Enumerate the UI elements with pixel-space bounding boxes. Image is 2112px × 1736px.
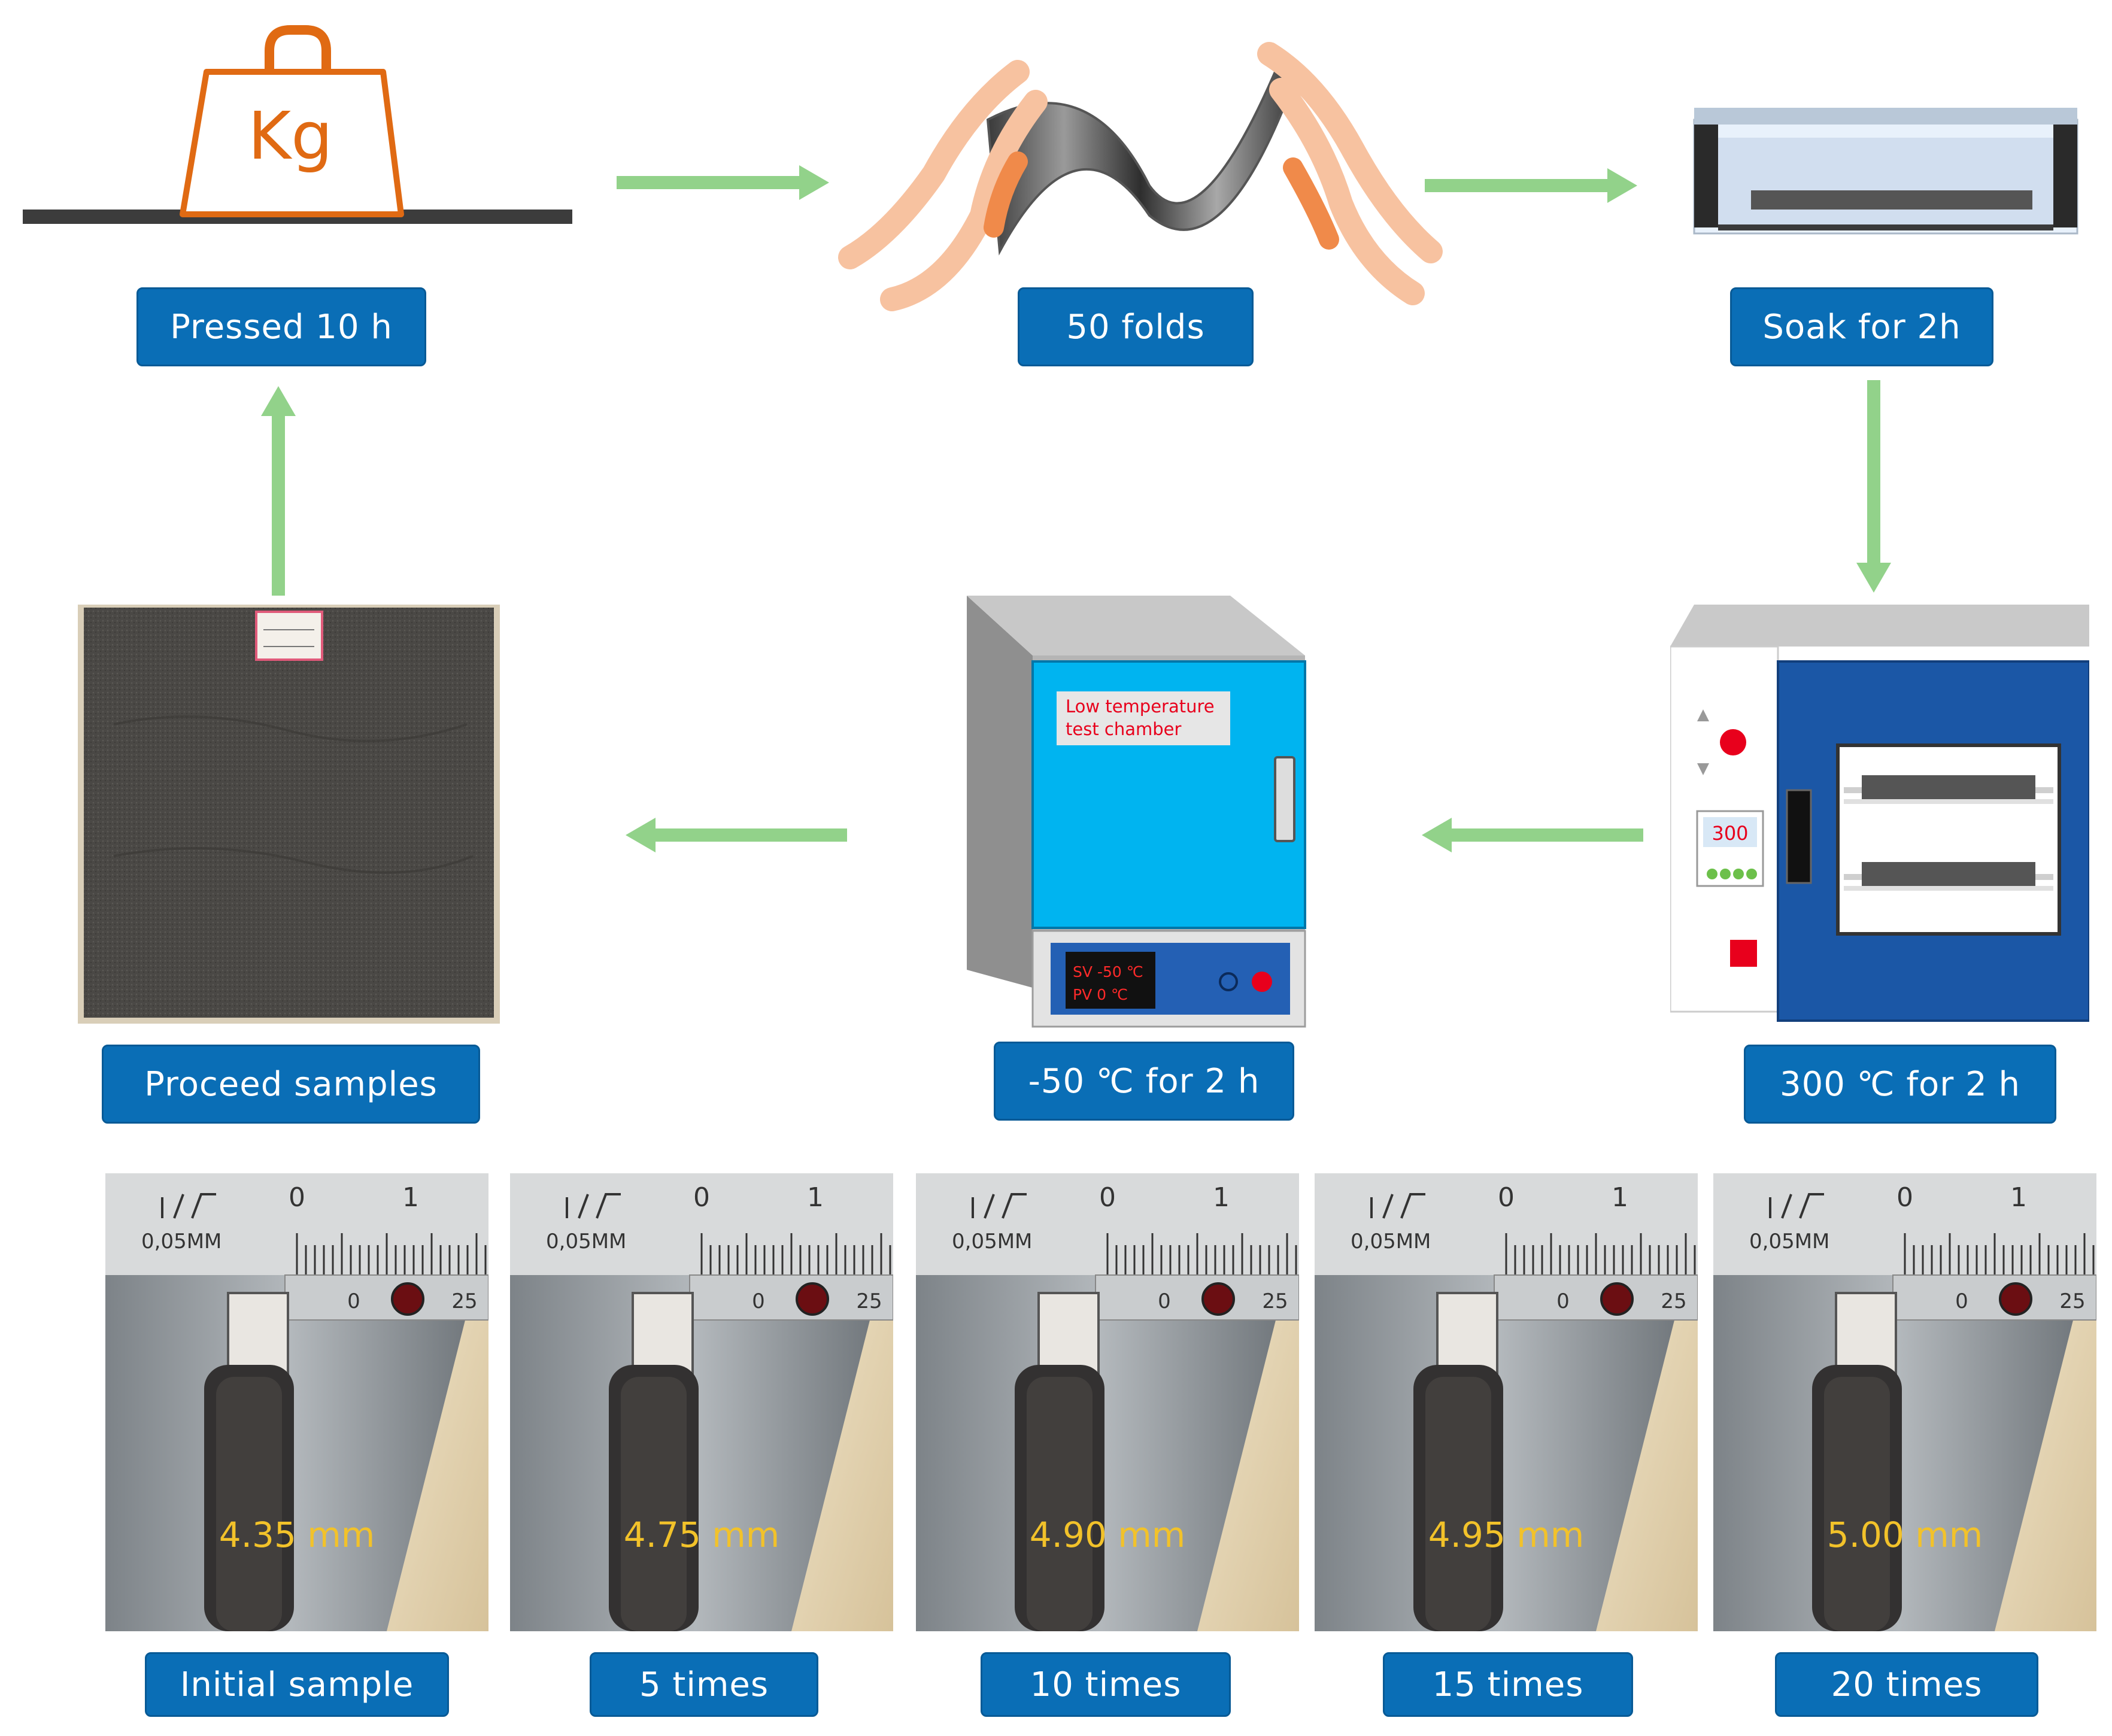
caliper-screw [1201, 1282, 1235, 1316]
weight-press-illustration: Kg [23, 25, 572, 224]
oven-display-text: 300 [1712, 822, 1748, 845]
caliper-photo-initial: 0,05MM 0 1 0 25 4.35 mm [105, 1173, 488, 1631]
caliper-main-0: 0 [1099, 1182, 1116, 1213]
folding-illustration [838, 42, 1443, 311]
weight-kg-text: Kg [248, 98, 333, 174]
arrow-left-2 [626, 818, 847, 852]
caliper-vernier-25: 25 [1661, 1289, 1686, 1313]
oven-indicator-light [1720, 729, 1746, 755]
arrow-right-2 [1425, 168, 1637, 203]
caliper-vernier-0: 0 [1158, 1289, 1171, 1313]
caliper-vernier-0: 0 [752, 1289, 765, 1313]
caliper-screw [391, 1282, 424, 1316]
measurement-label-15-times: 15 times [1383, 1652, 1633, 1717]
caliper-scale-label: 0,05MM [141, 1230, 221, 1254]
caliper-vernier-0: 0 [1955, 1289, 1968, 1313]
measurement-label-5-times: 5 times [590, 1652, 818, 1717]
chamber-pv: PV 0 ℃ [1073, 986, 1128, 1003]
step-label-soak: Soak for 2h [1730, 287, 1993, 366]
caliper-scale-label: 0,05MM [546, 1230, 626, 1254]
caliper-main-1: 1 [1213, 1182, 1230, 1213]
caliper-scale-label: 0,05MM [1351, 1230, 1431, 1254]
caliper-main-1: 1 [2010, 1182, 2027, 1213]
sample-tag [255, 611, 323, 661]
chamber-sign-line2: test chamber [1066, 719, 1182, 739]
caliper-main-0: 0 [1896, 1182, 1913, 1213]
oven-door-handle [1786, 789, 1812, 884]
caliper-photo-20-times: 0,05MM 0 1 0 25 5.00 mm [1713, 1173, 2096, 1631]
caliper-vernier [689, 1274, 893, 1321]
step-label-pressed: Pressed 10 h [136, 287, 426, 366]
right-hand [1257, 42, 1443, 305]
chamber-sign [1057, 691, 1230, 745]
chamber-door-handle [1274, 756, 1295, 842]
caliper-vernier [284, 1274, 488, 1321]
weight-body [180, 69, 404, 217]
caliper-photo-15-times: 0,05MM 0 1 0 25 4.95 mm [1315, 1173, 1698, 1631]
caliper-photo-10-times: 0,05MM 0 1 0 25 4.90 mm [916, 1173, 1299, 1631]
caliper-screw [1999, 1282, 2032, 1316]
oven-tray-sample-2 [1862, 862, 2035, 886]
left-hand [838, 60, 1048, 311]
weight-handle [265, 25, 331, 72]
caliper-screw [796, 1282, 829, 1316]
measurement-label-10-times: 10 times [981, 1652, 1231, 1717]
caliper-vernier-0: 0 [1556, 1289, 1570, 1313]
oven-illustration: 300 [1670, 605, 2089, 1022]
low-temperature-chamber-illustration: Low temperature test chamber SV -50 ℃ PV… [967, 596, 1306, 1028]
caliper-main-0: 0 [693, 1182, 710, 1213]
caliper-main-1: 1 [402, 1182, 419, 1213]
caliper-scale-label: 0,05MM [1749, 1230, 1829, 1254]
caliper-vernier [1892, 1274, 2096, 1321]
caliper-main-0: 0 [289, 1182, 305, 1213]
arrow-up [261, 386, 296, 596]
step-label-folds: 50 folds [1018, 287, 1254, 366]
step-label-proceed: Proceed samples [102, 1045, 480, 1124]
chamber-sign-line1: Low temperature [1066, 696, 1215, 717]
measurement-value: 4.90 mm [1029, 1515, 1186, 1555]
caliper-vernier-25: 25 [2059, 1289, 2085, 1313]
measurement-value: 4.95 mm [1428, 1515, 1585, 1555]
caliper-screw [1600, 1282, 1634, 1316]
chamber-power-light [1252, 972, 1272, 992]
step-label-heat: 300 ℃ for 2 h [1744, 1045, 2056, 1124]
caliper-vernier-25: 25 [451, 1289, 477, 1313]
chamber-display [1066, 952, 1155, 1009]
measurement-label-initial: Initial sample [145, 1652, 449, 1717]
caliper-main-0: 0 [1498, 1182, 1515, 1213]
measurement-value: 4.35 mm [219, 1515, 375, 1555]
arrow-down [1856, 380, 1891, 593]
soaked-sample [1751, 190, 2032, 210]
caliper-vernier-25: 25 [1262, 1289, 1288, 1313]
caliper-vernier [1095, 1274, 1299, 1321]
step-label-cold: -50 ℃ for 2 h [994, 1042, 1294, 1121]
felt-sample [84, 608, 494, 1018]
caliper-main-1: 1 [1612, 1182, 1628, 1213]
arrow-left-1 [1422, 818, 1643, 852]
oven-tray-sample-1 [1862, 775, 2035, 799]
caliper-main-1: 1 [807, 1182, 824, 1213]
measurement-value: 4.75 mm [623, 1515, 780, 1555]
oven-display [1703, 817, 1757, 847]
caliper-vernier-25: 25 [856, 1289, 882, 1313]
arrow-right-1 [617, 165, 829, 200]
measurement-label-20-times: 20 times [1775, 1652, 2038, 1717]
soak-tank-illustration [1693, 108, 2078, 235]
sample-photo [78, 605, 500, 1024]
measurement-value: 5.00 mm [1826, 1515, 1983, 1555]
oven-window [1836, 743, 2061, 936]
chamber-sv: SV -50 ℃ [1073, 963, 1143, 981]
chamber-knob [1219, 972, 1238, 991]
caliper-vernier-0: 0 [347, 1289, 360, 1313]
caliper-scale-label: 0,05MM [952, 1230, 1032, 1254]
caliper-photo-5-times: 0,05MM 0 1 0 25 4.75 mm [510, 1173, 893, 1631]
oven-red-switch [1730, 940, 1757, 967]
